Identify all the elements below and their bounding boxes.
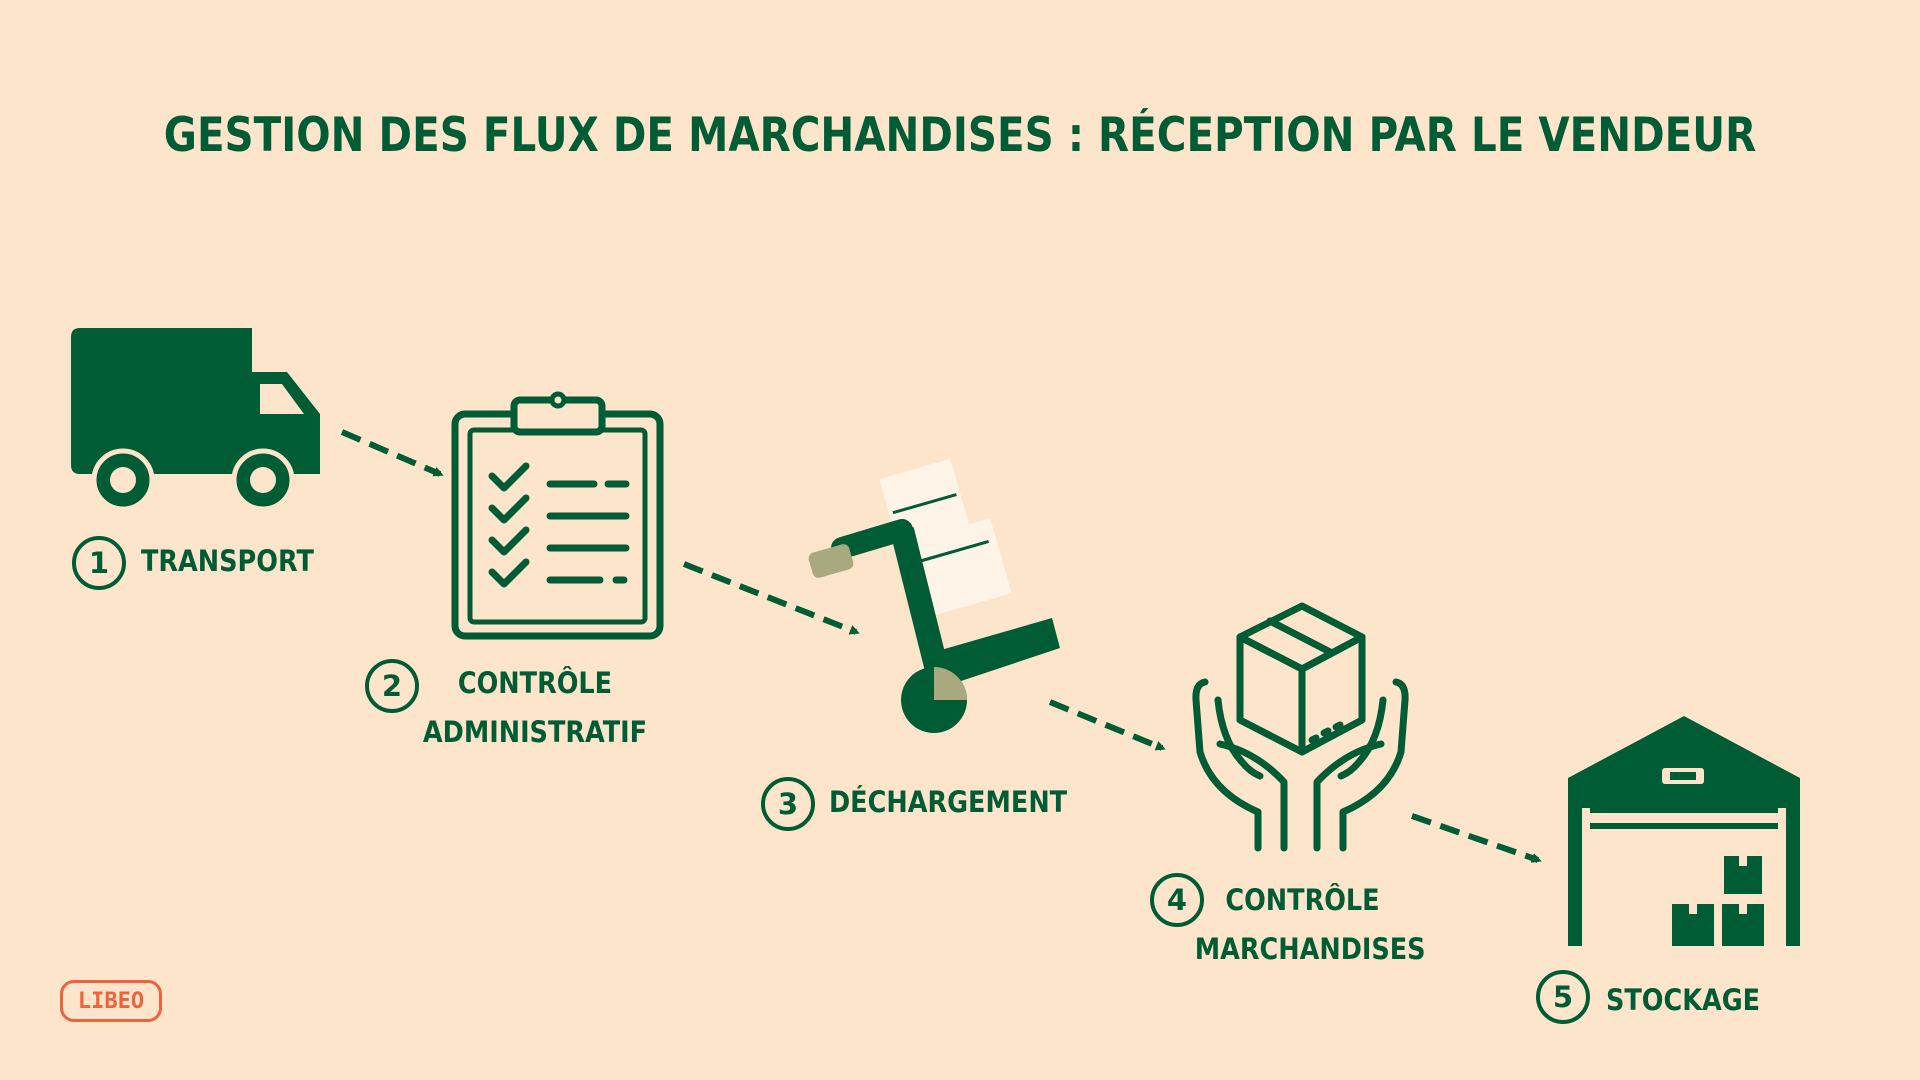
step-5-label: STOCKAGE [1606, 983, 1761, 1017]
clipboard-checklist-icon [451, 391, 664, 640]
flow-arrow-3 [1048, 699, 1166, 751]
libeo-logo: LIBEO [60, 980, 162, 1022]
step-3-number: 3 [761, 777, 815, 831]
step-1-label: TRANSPORT [141, 544, 314, 578]
step-3-label: DÉCHARGEMENT [829, 785, 1068, 819]
step-1-number: 1 [72, 536, 126, 590]
page-title: GESTION DES FLUX DE MARCHANDISES : RÉCEP… [163, 108, 1757, 163]
step-4-label-line1: CONTRÔLE [1225, 883, 1380, 917]
hand-truck-icon [808, 458, 1060, 733]
warehouse-icon [1568, 716, 1800, 946]
flow-arrow-2 [682, 561, 860, 635]
hands-box-icon [1192, 602, 1409, 852]
step-4-number: 4 [1150, 873, 1204, 927]
step-2-number: 2 [365, 659, 419, 713]
step-2-label-line2: ADMINISTRATIF [422, 715, 648, 749]
step-5-number: 5 [1536, 970, 1590, 1024]
flow-arrow-1 [340, 429, 444, 477]
truck-icon [71, 328, 320, 512]
flow-arrow-4 [1411, 813, 1542, 863]
step-2-label-line1: CONTRÔLE [457, 666, 613, 700]
step-4-label-line2: MARCHANDISES [1194, 932, 1426, 966]
